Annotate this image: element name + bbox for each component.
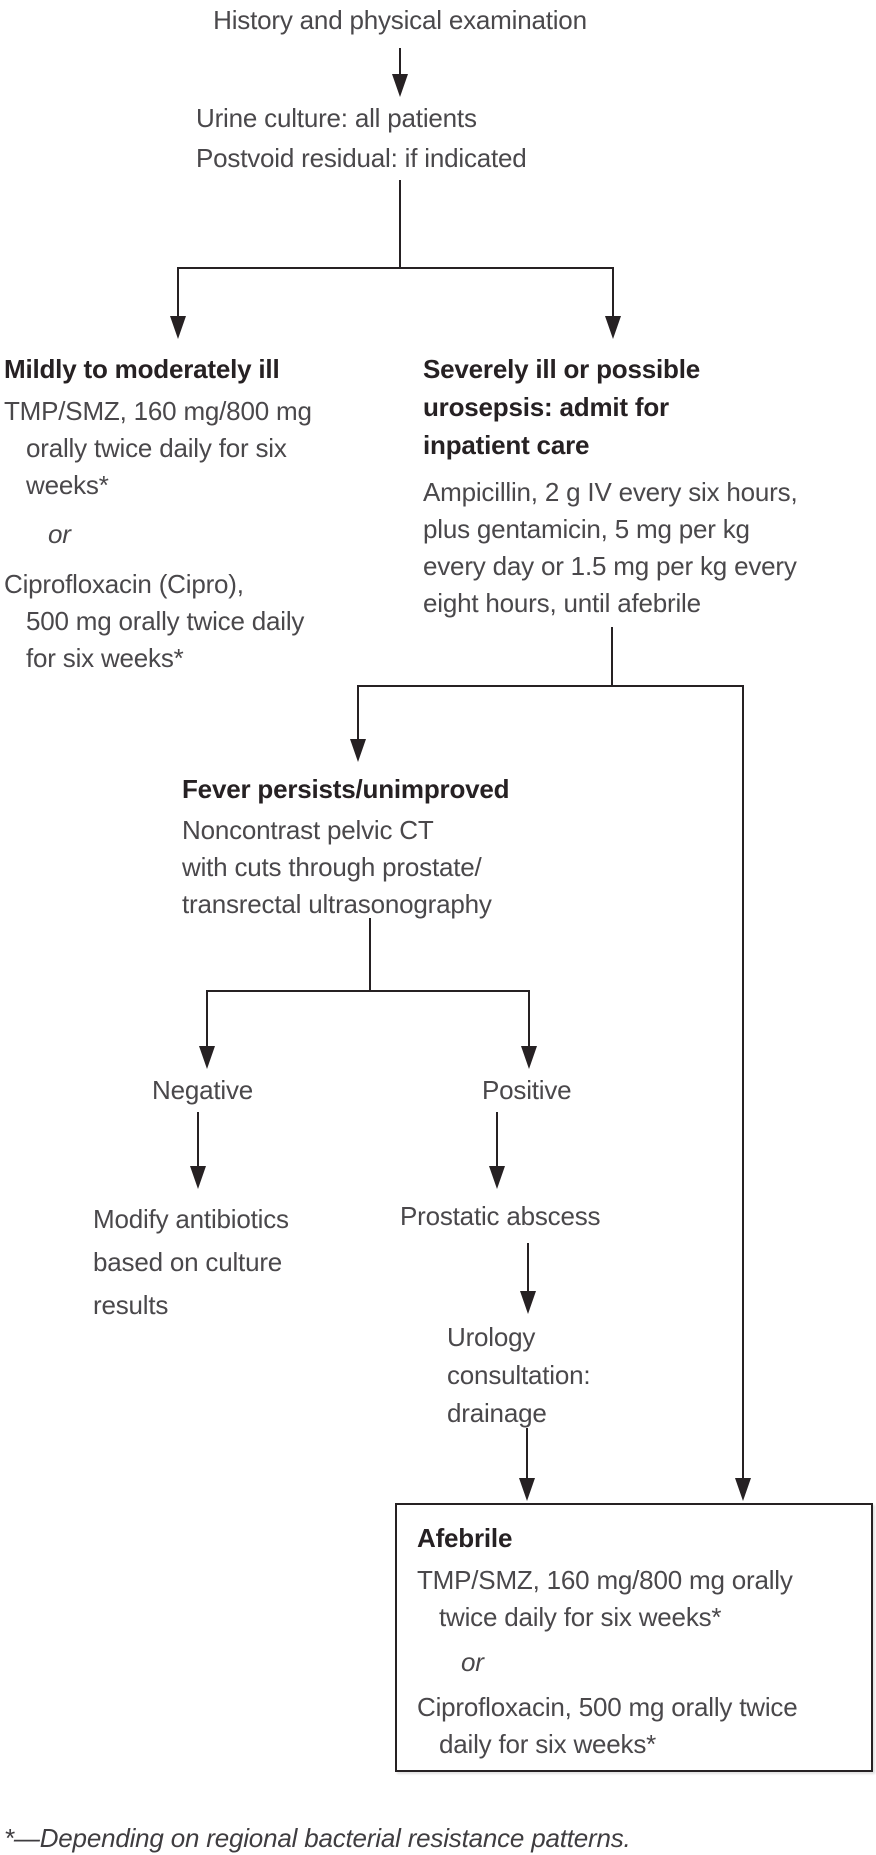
connector-intake-stem	[399, 180, 401, 269]
mild-or-label: or	[48, 519, 71, 549]
node-fever-persists: Fever persists/unimproved Noncontrast pe…	[182, 770, 510, 923]
connector-severe-stem	[611, 627, 613, 687]
arrow-shaft-abscess-to-urology	[527, 1243, 529, 1294]
arrow-shaft-urology-to-afebrile	[526, 1428, 528, 1478]
severe-heading-line: urosepsis: admit for	[423, 392, 669, 422]
arrow-shaft-history-to-intake	[399, 48, 401, 78]
connector-split3-left-vertical	[206, 990, 208, 1048]
arrowhead-negative-to-modify	[190, 1166, 206, 1189]
arrowhead-severe-to-afebrile	[735, 1478, 751, 1501]
fever-line: with cuts through prostate/	[182, 852, 482, 882]
mild-rx-line: TMP/SMZ, 160 mg/800 mg	[4, 396, 312, 426]
mild-heading: Mildly to moderately ill	[4, 354, 280, 384]
node-positive: Positive	[482, 1075, 572, 1105]
modify-line: results	[93, 1290, 169, 1320]
node-intake-tests: Urine culture: all patients Postvoid res…	[196, 98, 527, 178]
mild-rx-line: orally twice daily for six	[26, 433, 287, 463]
node-mildly-ill: Mildly to moderately ill TMP/SMZ, 160 mg…	[4, 350, 312, 677]
severe-rx-line: plus gentamicin, 5 mg per kg	[423, 514, 750, 544]
mild-rx-line: Ciprofloxacin (Cipro),	[4, 569, 244, 599]
connector-split3-horizontal	[206, 990, 530, 992]
fever-heading: Fever persists/unimproved	[182, 774, 510, 804]
arrowhead-history-to-intake	[392, 74, 408, 97]
footnote-resistance-note: *—Depending on regional bacterial resist…	[4, 1823, 631, 1853]
modify-line: Modify antibiotics	[93, 1204, 289, 1234]
afebrile-heading: Afebrile	[417, 1523, 513, 1553]
node-severely-ill: Severely ill or possible urosepsis: admi…	[423, 350, 798, 622]
urology-line: consultation:	[447, 1360, 591, 1390]
severe-heading-line: Severely ill or possible	[423, 354, 700, 384]
connector-split1-left-vertical	[177, 267, 179, 318]
arrowhead-to-fever	[350, 739, 366, 762]
severe-rx-line: Ampicillin, 2 g IV every six hours,	[423, 477, 798, 507]
mild-rx-line: for six weeks*	[26, 643, 184, 673]
arrowhead-positive-to-abscess	[489, 1166, 505, 1189]
arrow-shaft-positive-to-abscess	[496, 1112, 498, 1168]
connector-severe-to-afebrile-vertical	[742, 685, 744, 1478]
node-negative: Negative	[152, 1075, 254, 1105]
node-history-physical-exam: History and physical examination	[150, 2, 650, 39]
arrow-shaft-negative-to-modify	[197, 1112, 199, 1168]
modify-line: based on culture	[93, 1247, 283, 1277]
node-urology-consultation: Urology consultation: drainage	[447, 1318, 591, 1432]
node-history-label: History and physical examination	[213, 5, 587, 35]
arrowhead-to-positive	[521, 1046, 537, 1069]
afebrile-rx-line: daily for six weeks*	[439, 1729, 657, 1759]
arrowhead-to-severe	[605, 316, 621, 339]
intake-line-postvoid: Postvoid residual: if indicated	[196, 143, 527, 173]
severe-rx-line: every day or 1.5 mg per kg every	[423, 551, 797, 581]
afebrile-rx-line: TMP/SMZ, 160 mg/800 mg orally	[417, 1565, 793, 1595]
connector-split2-left-vertical	[357, 685, 359, 740]
node-modify-antibiotics: Modify antibiotics based on culture resu…	[93, 1198, 289, 1327]
afebrile-or-label: or	[461, 1647, 484, 1677]
connector-split1-right-vertical	[612, 267, 614, 318]
afebrile-rx-line: Ciprofloxacin, 500 mg orally twice	[417, 1692, 798, 1722]
arrowhead-urology-to-afebrile	[519, 1478, 535, 1501]
afebrile-rx-line: twice daily for six weeks*	[439, 1602, 722, 1632]
fever-line: transrectal ultrasonography	[182, 889, 492, 919]
connector-fever-stem	[369, 918, 371, 992]
urology-line: drainage	[447, 1398, 547, 1428]
intake-line-urine-culture: Urine culture: all patients	[196, 103, 477, 133]
connector-split2-horizontal	[357, 685, 744, 687]
arrowhead-to-mild	[170, 316, 186, 339]
arrowhead-to-negative	[199, 1046, 215, 1069]
arrowhead-abscess-to-urology	[520, 1291, 536, 1314]
connector-split3-right-vertical	[528, 990, 530, 1048]
node-prostatic-abscess: Prostatic abscess	[400, 1201, 601, 1231]
connector-split1-horizontal	[177, 267, 614, 269]
urology-line: Urology	[447, 1322, 536, 1352]
severe-rx-line: eight hours, until afebrile	[423, 588, 701, 618]
mild-rx-line: weeks*	[26, 470, 109, 500]
severe-heading-line: inpatient care	[423, 430, 590, 460]
mild-rx-line: 500 mg orally twice daily	[26, 606, 305, 636]
node-afebrile-box: Afebrile TMP/SMZ, 160 mg/800 mg orally t…	[395, 1503, 873, 1772]
fever-line: Noncontrast pelvic CT	[182, 815, 434, 845]
